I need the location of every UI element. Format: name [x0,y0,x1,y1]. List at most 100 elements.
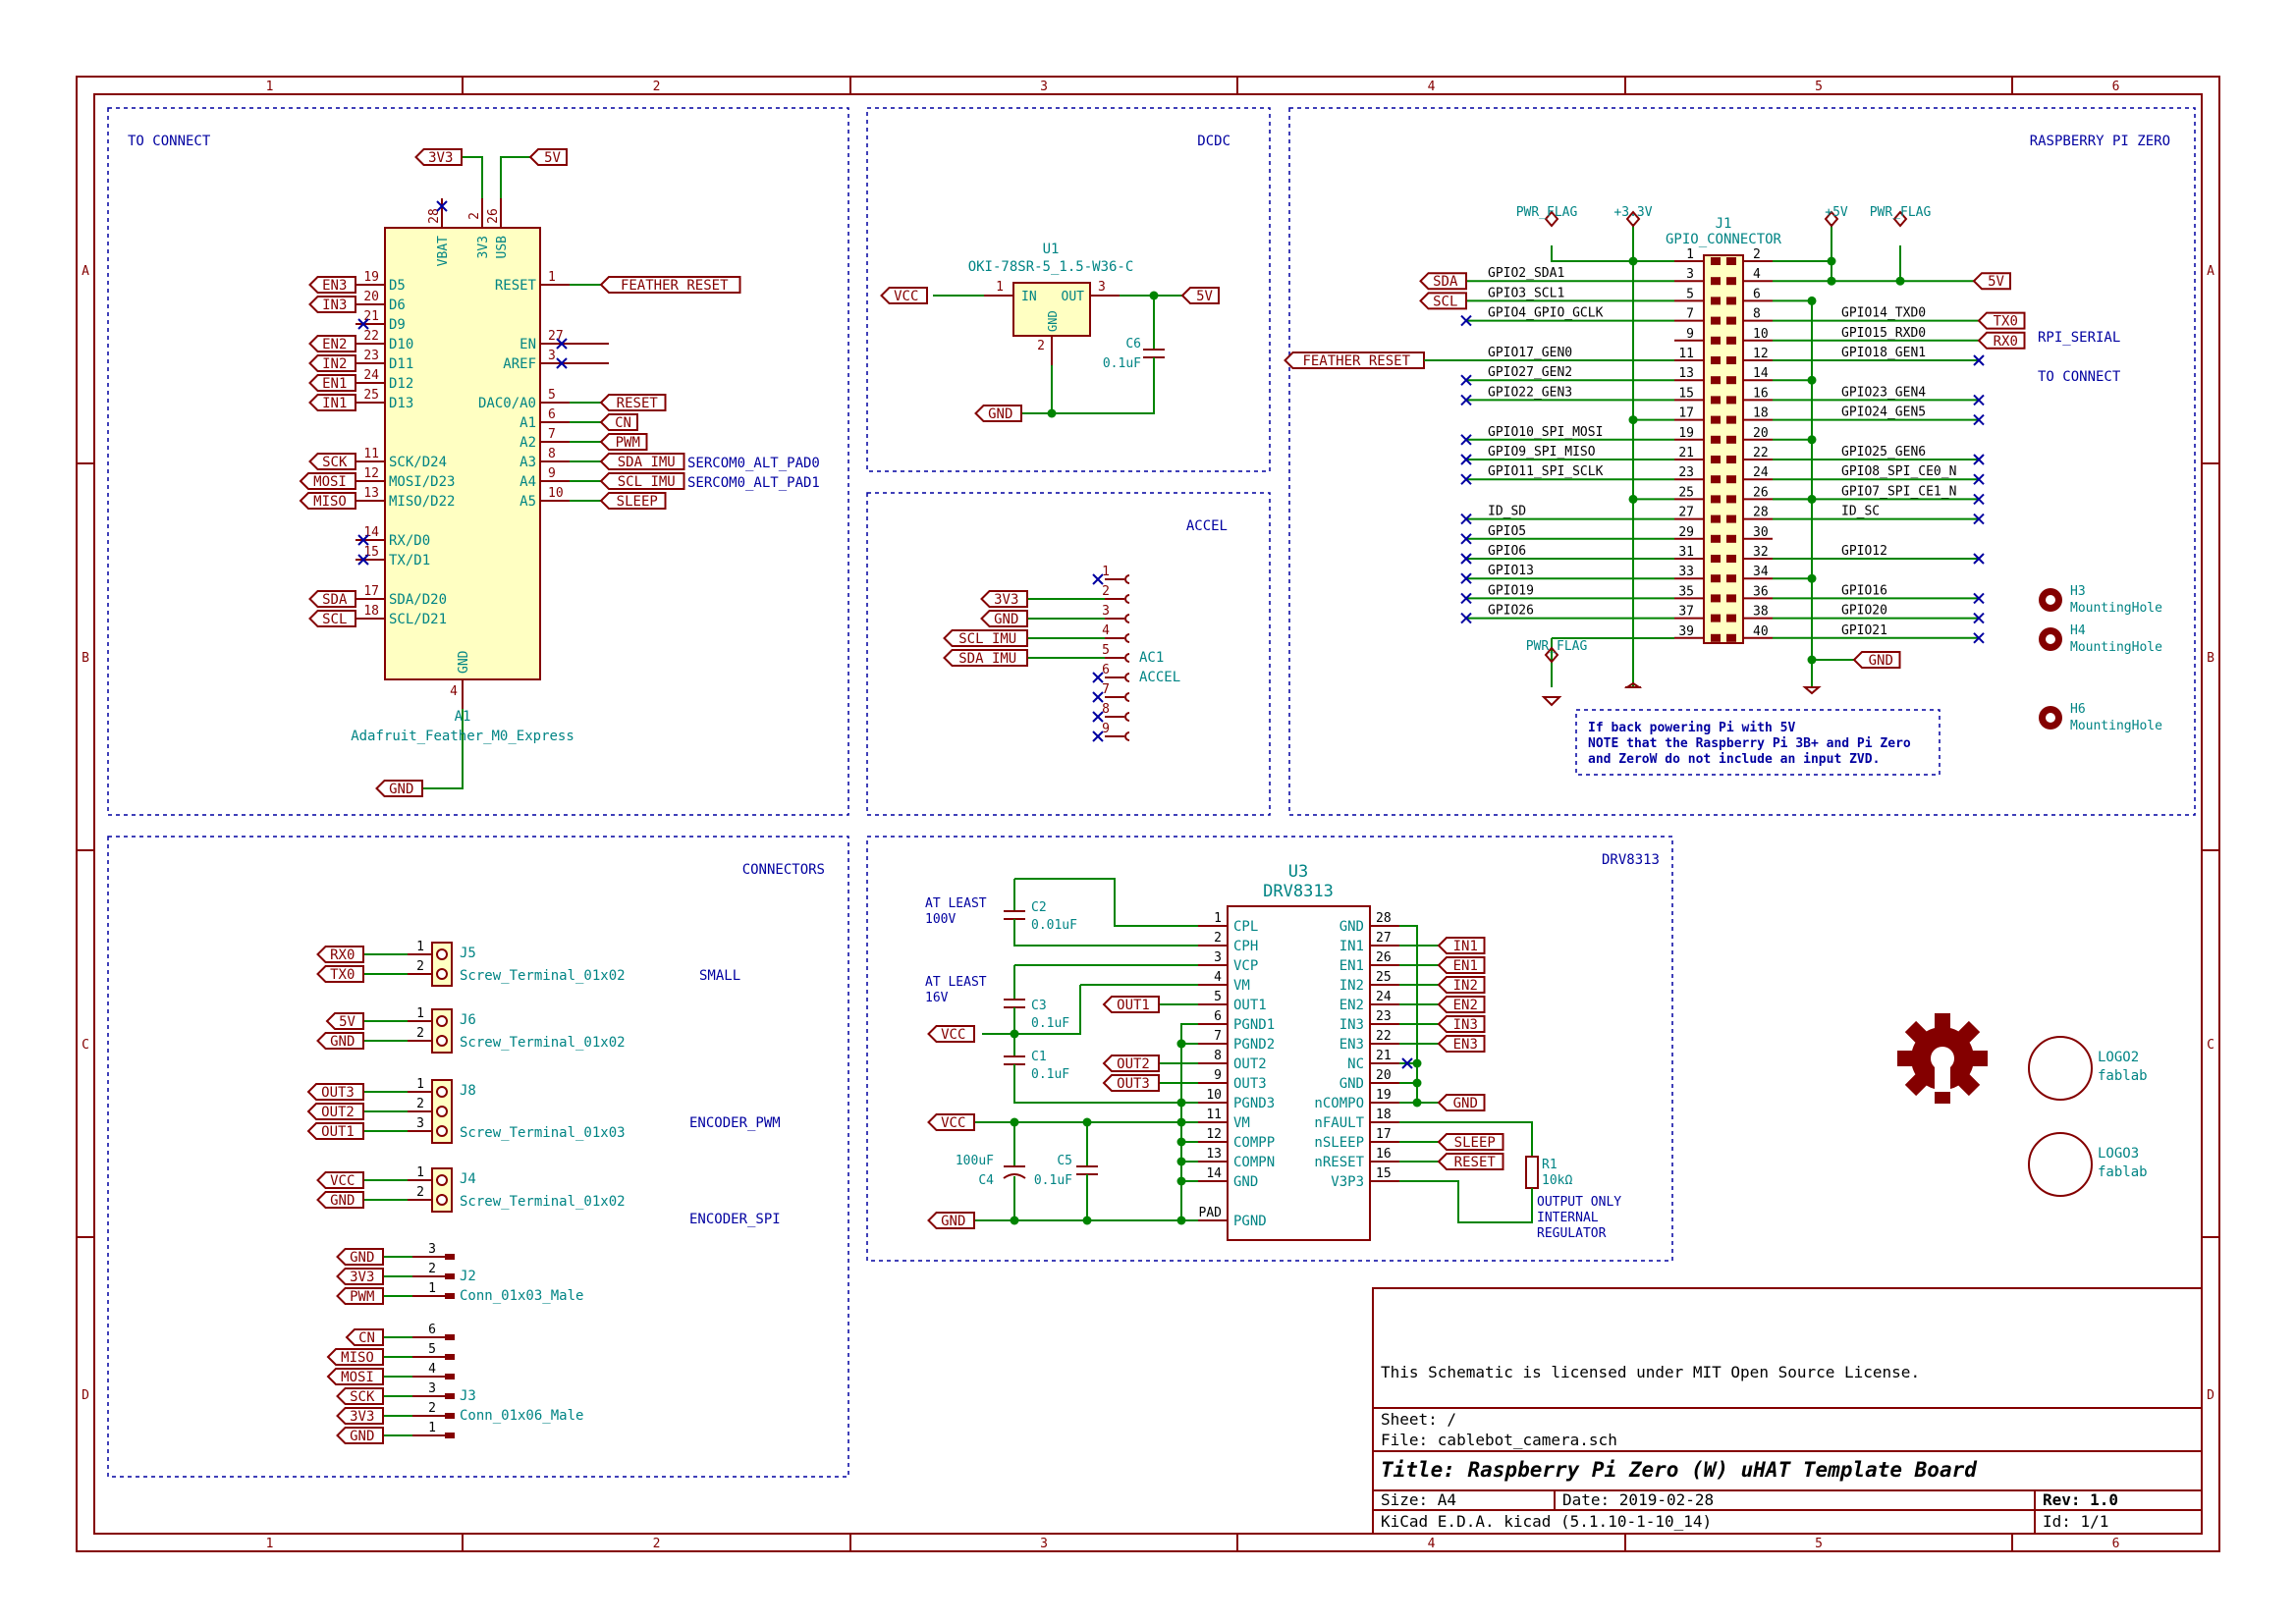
pin-pad [1726,336,1736,345]
label-text: PWM [616,435,640,451]
pin-name: D12 [389,376,413,392]
section-title: RASPBERRY PI ZERO [2030,134,2170,149]
net-label: OUT3 [1102,1074,1160,1092]
ref-designator: J1 [1716,216,1732,232]
no-connect-mark [1092,672,1104,683]
pin-pad [1726,456,1736,463]
annotation: TO CONNECT [2038,369,2121,385]
gear-tooth [1957,1073,1981,1097]
label-box [326,1348,384,1366]
net-label: GND [375,780,423,797]
pin-number: 8 [1753,307,1761,322]
label-box [927,1212,975,1229]
net-label: SCL [308,610,356,627]
pin-number: 11 [363,447,379,461]
nc-stroke [357,318,369,330]
label-text: MOSI [341,1370,374,1385]
pin-number: 28 [427,208,442,224]
label-text: IN3 [1453,1017,1478,1033]
pin-name: GND [1339,919,1364,935]
value-label: MountingHole [2070,640,2162,655]
no-connect-mark [1460,513,1472,525]
pin-number: 21 [1376,1049,1392,1063]
label-text: GND [994,612,1018,627]
mounting-hole-center [2046,595,2055,605]
no-connect-mark [1092,711,1104,723]
terminal-screw [436,1015,448,1027]
label-text: GND [350,1429,374,1444]
net-name: GPIO18_GEN1 [1841,346,1926,360]
pin-number: 19 [1678,426,1694,441]
section-box-drv8313 [866,836,1673,1262]
no-connect-mark [1460,314,1472,327]
section-box-connectors [107,836,849,1478]
ground-symbol [1541,696,1562,707]
row-index: D [82,1388,89,1403]
wire [1399,1121,1533,1157]
annotation: RPI_SERIAL [2038,330,2120,346]
junction-dot [1082,1216,1092,1225]
junction-dot [1628,415,1638,425]
net-label: SLEEP [599,492,667,510]
net-label: PWM [599,433,648,451]
pin-pad [1726,555,1736,563]
net-label: GND [336,1248,384,1266]
pin-number: 10 [1206,1088,1222,1103]
label-text: EN1 [322,376,347,392]
net-label: 5V [1180,287,1220,304]
pin-pad [1711,614,1721,622]
no-connect-mark [556,357,568,369]
net-name: GPIO24_GEN5 [1841,406,1926,420]
pin-name: SCL/D21 [389,612,447,627]
net-label: OUT2 [306,1103,364,1120]
pin-pad [1726,257,1736,265]
pin-number: 2 [416,1097,424,1111]
pin-number: 27 [548,329,564,344]
label-box [599,413,638,431]
pin-number: 26 [486,208,501,224]
pin-number: 28 [1376,911,1392,926]
socket-contact [1124,594,1130,604]
no-connect-mark [556,338,568,350]
value-label: 10kΩ [1542,1173,1572,1188]
label-box [880,287,928,304]
pin-number: 1 [1214,911,1222,926]
junction-dot [1807,655,1817,665]
row-index: B [2207,651,2214,666]
label-box [980,610,1028,627]
ref-designator: J8 [460,1083,476,1099]
value-label: 0.1uF [1031,1067,1069,1082]
label-box [316,1032,364,1050]
wire [1399,925,1418,1103]
net-label: SCL [1419,292,1467,310]
pin-number: 23 [1678,465,1694,480]
label-box [299,492,356,510]
label-box [980,590,1028,608]
gear-tooth [1972,1051,1988,1066]
power-flag-symbol [1892,210,1908,228]
pin-name: A4 [519,474,536,490]
pin-name: A2 [519,435,536,451]
pin-name: D10 [389,337,413,352]
net-name: GPIO21 [1841,623,1887,638]
pin-number: 24 [1753,465,1769,480]
pin-name: nSLEEP [1314,1135,1364,1151]
row-index: B [82,651,89,666]
pin-pad [1726,435,1736,444]
label-box [1977,311,2026,330]
pin-number: 27 [1678,506,1694,520]
pin-number: 1 [1102,565,1110,579]
pin-name: D5 [389,278,406,294]
net-name: GPIO5 [1488,524,1526,539]
pin-number: 3 [548,349,556,363]
label-text: CN [358,1330,375,1346]
ref-designator: LOGO2 [2098,1050,2139,1065]
ref-designator: C6 [1125,337,1141,352]
pin-number: 4 [428,1362,436,1377]
value-label: Conn_01x03_Male [460,1288,583,1304]
pin-name: V3P3 [1331,1174,1364,1190]
label-box [1437,1133,1504,1151]
pin-number: 13 [363,486,379,501]
label-text: GND [330,1193,355,1209]
net-label: GND [1852,651,1901,669]
